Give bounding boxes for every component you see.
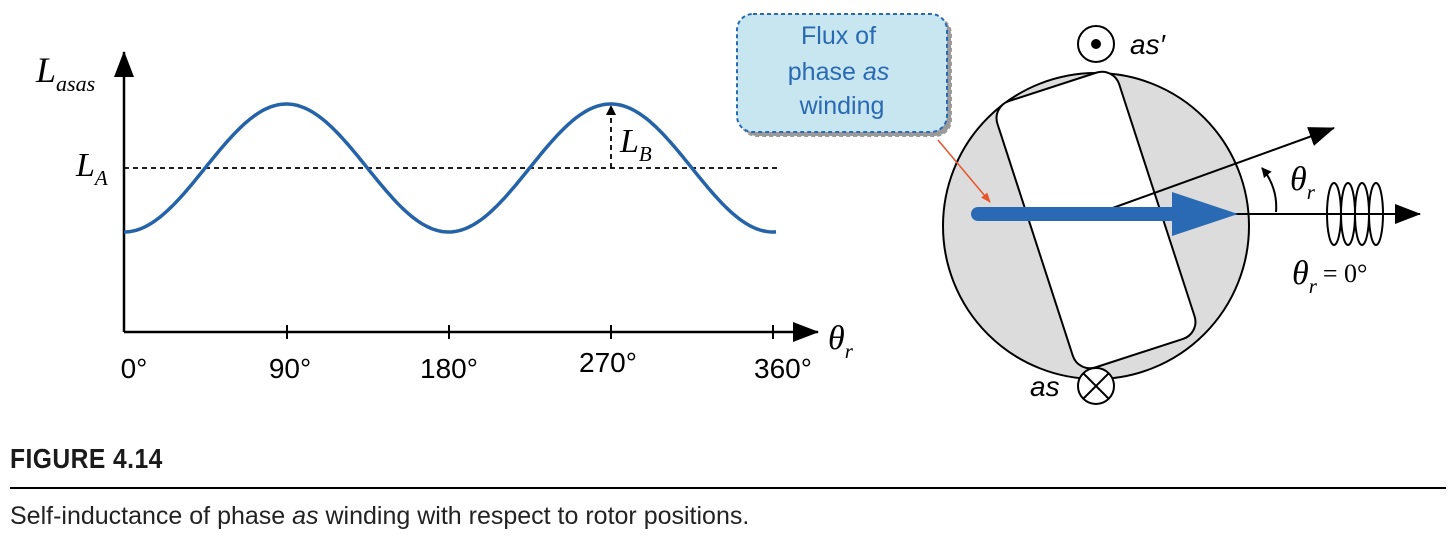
as-label: as bbox=[1030, 371, 1060, 402]
rotor-axis-arrow bbox=[1095, 127, 1335, 215]
y-axis-label: Lasas bbox=[35, 50, 95, 96]
tick-label-270: 270° bbox=[579, 347, 637, 378]
tick-label-0: 0° bbox=[121, 353, 148, 384]
inductance-curve bbox=[124, 102, 777, 234]
figure-caption: Self-inductance of phase as winding with… bbox=[10, 502, 750, 530]
callout-text: Flux of phase as winding bbox=[788, 22, 896, 120]
machine-diagram: as′ as θr θr= 0° Flux of bbox=[736, 13, 1421, 405]
as-prime-label: as′ bbox=[1130, 29, 1167, 60]
theta-arc bbox=[1261, 167, 1278, 213]
figure-canvas: Lasas LA LB θr 0° 90° 180° 270° 360° as′… bbox=[35, 13, 1421, 405]
la-label: LA bbox=[75, 147, 108, 190]
cross-line-b bbox=[1082, 372, 1110, 400]
lb-label: LB bbox=[619, 123, 652, 166]
inductance-plot: Lasas LA LB θr 0° 90° 180° 270° 360° bbox=[35, 50, 854, 384]
theta-label: θr bbox=[1290, 161, 1316, 204]
flux-arrow bbox=[971, 192, 1238, 236]
coil-icon bbox=[1326, 182, 1384, 246]
x-axis-label: θr bbox=[828, 320, 854, 363]
flux-callout: Flux of phase as winding bbox=[736, 13, 948, 133]
tick-label-90: 90° bbox=[269, 353, 311, 384]
zero-angle-label: θr= 0° bbox=[1292, 255, 1367, 298]
tick-label-360: 360° bbox=[754, 353, 812, 384]
figure-title: FIGURE 4.14 bbox=[10, 443, 163, 474]
caption-divider bbox=[10, 487, 1446, 489]
dot-center-icon bbox=[1091, 39, 1101, 49]
callout-pointer bbox=[937, 139, 991, 203]
x-ticks bbox=[286, 325, 774, 339]
x-tick-labels: 0° 90° 180° 270° 360° bbox=[121, 347, 812, 384]
tick-label-180: 180° bbox=[420, 353, 478, 384]
